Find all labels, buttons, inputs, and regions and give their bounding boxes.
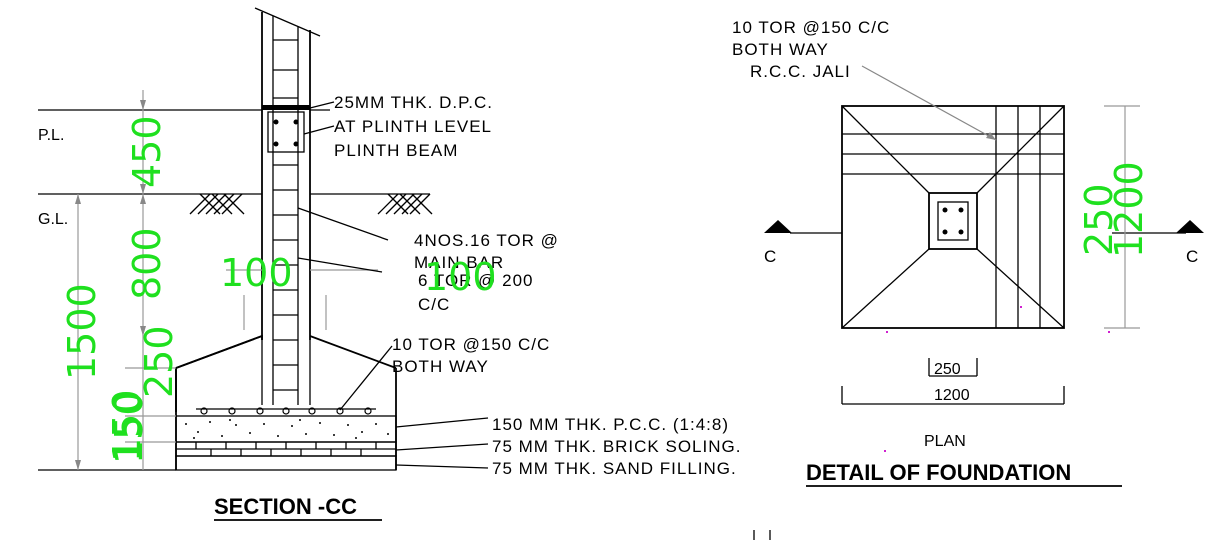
sand-filling-layer	[175, 455, 397, 471]
pcc-label: 150 MM THK. P.C.C. (1:4:8)	[492, 415, 729, 434]
brick-soling-label: 75 MM THK. BRICK SOLING.	[492, 437, 741, 456]
cut-marker-right-icon	[1176, 220, 1204, 233]
sand-filling-label: 75 MM THK. SAND FILLING.	[492, 459, 737, 478]
column-ties	[273, 39, 298, 391]
soil-hatch-left	[189, 193, 245, 215]
dpc-label-1: 25MM THK. D.P.C.	[334, 93, 493, 112]
plan-slope-lines	[841, 105, 1065, 329]
plan-dim-250: 250	[1077, 183, 1121, 256]
main-bar-label-1: 4NOS.16 TOR @	[414, 231, 559, 250]
mesh-label-1: 10 TOR @150 C/C	[392, 335, 550, 354]
soil-hatch-right	[377, 193, 433, 215]
bottom-mesh-dots	[200, 407, 372, 415]
dim-150-a: 150	[105, 389, 149, 462]
jali-label-2: BOTH WAY	[732, 40, 829, 59]
dim-100-left: 100	[220, 251, 293, 295]
plinth-beam-label: PLINTH BEAM	[334, 141, 458, 160]
jali-leader	[861, 65, 997, 141]
plan-column-bars	[942, 207, 964, 235]
tie-label-2: C/C	[418, 295, 450, 314]
plan-dim-1200-label: 1200	[934, 387, 970, 404]
brick-joints	[176, 442, 396, 456]
section-title: SECTION -CC	[214, 494, 357, 519]
pcc-layer	[175, 415, 397, 443]
plan-jali-mesh	[842, 106, 1064, 328]
plan-caption: PLAN	[924, 433, 966, 450]
plinth-beam	[267, 111, 305, 153]
main-bar-label-2: MAIN BAR	[414, 253, 504, 272]
dim-450: 450	[125, 115, 169, 188]
plan-footing-outline	[841, 105, 1065, 329]
plan-view: C C 250 1200 250 1200 10 TOR @150 C/C BO…	[732, 18, 1204, 540]
dim-250-section: 250	[137, 325, 181, 398]
dim-800: 800	[125, 227, 169, 300]
dim-1500: 1500	[60, 283, 104, 380]
plan-pedestal	[928, 192, 978, 250]
plan-dim-250-label: 250	[934, 361, 961, 378]
cut-label-left: C	[764, 247, 777, 266]
pcc-speckle	[185, 419, 389, 439]
plan-column	[937, 201, 969, 241]
cut-marker-left-icon	[764, 220, 792, 233]
section-cc: P.L. G.L. 25MM THK. D.P.C. AT PLINTH LEV…	[38, 7, 741, 521]
cut-label-right: C	[1186, 247, 1199, 266]
dpc-layer	[262, 105, 310, 110]
section-leaders	[297, 101, 489, 469]
footing-outline	[175, 334, 263, 412]
dim-150-b: 150	[107, 391, 151, 464]
foundation-title: DETAIL OF FOUNDATION	[806, 460, 1071, 485]
dim-100-right: 100	[424, 255, 497, 299]
plinth-beam-bars	[273, 119, 299, 147]
plan-dim-1200: 1200	[1107, 161, 1151, 258]
pl-label: P.L.	[38, 127, 64, 144]
mesh-label-2: BOTH WAY	[392, 357, 489, 376]
gl-label: G.L.	[38, 211, 68, 228]
jali-label-1: 10 TOR @150 C/C	[732, 18, 890, 37]
jali-label-3: R.C.C. JALI	[750, 62, 851, 81]
dpc-label-2: AT PLINTH LEVEL	[334, 117, 492, 136]
tie-label-1: 6 TOR @ 200	[418, 271, 534, 290]
